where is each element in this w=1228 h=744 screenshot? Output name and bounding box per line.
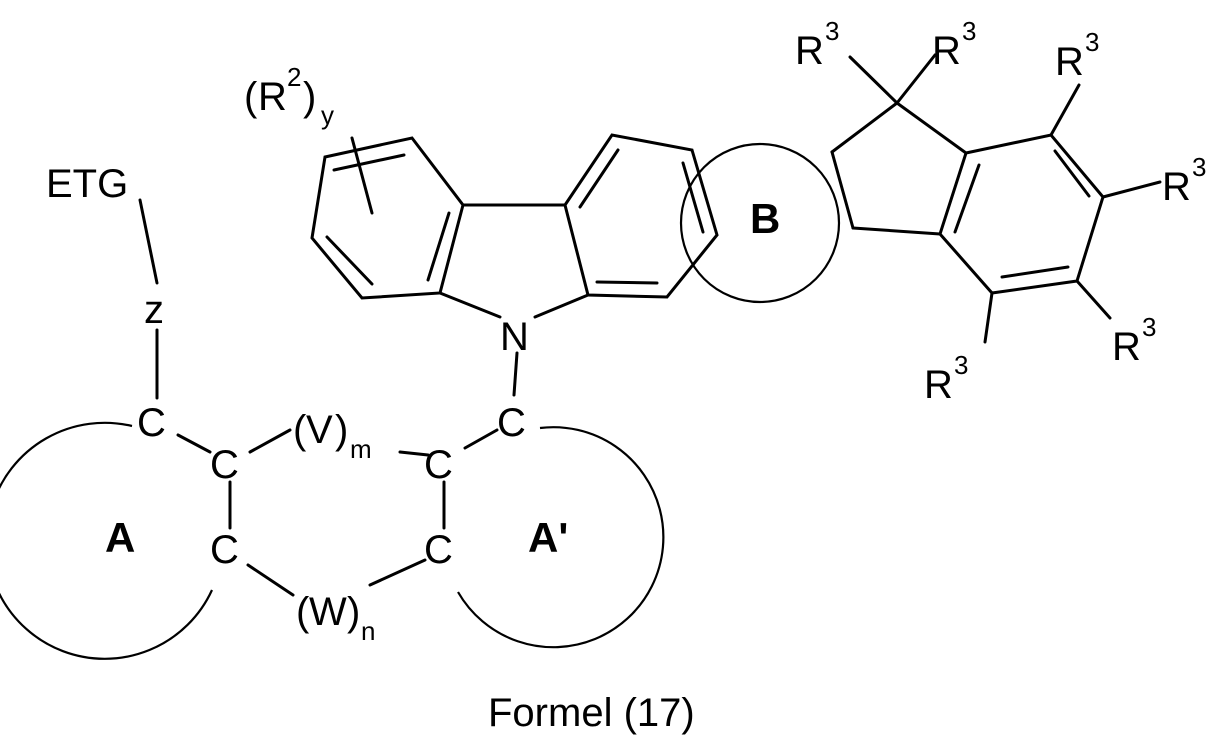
r3-label-d: R 3 [1162,152,1206,209]
r2-close-paren: ) [303,75,316,119]
c-label-4: C [497,401,526,445]
etg-label: ETG [46,162,128,206]
r3d-atom: R [1162,165,1191,209]
bond-n-c [514,353,517,395]
bond-cq-ar [897,103,966,153]
w-group-label: ( W ) n [296,590,375,646]
r3e-atom: R [1112,325,1141,369]
r3-label-b: R 3 [932,16,976,73]
w-close-paren: ) [347,590,360,634]
bond-ar-r3f [985,293,992,342]
atom-labels: ETG z N C C C C C C ( V ) m ( W ) n ( R … [46,16,1206,646]
bond-c2-v [250,430,290,452]
r3-label-e: R 3 [1112,312,1156,369]
ring-a-label: A [105,514,135,561]
bond-ar-r3e [1077,281,1110,318]
bond-cq-ch2 [832,103,897,152]
bond-cq-r3a [850,57,897,103]
ring-b-label: B [750,195,780,242]
r3a-superscript: 3 [825,16,839,46]
r3b-superscript: 3 [962,16,976,46]
r3-label-a: R 3 [795,16,839,73]
carbazole-right-inner-3 [597,282,657,283]
c-label-5: C [210,528,239,572]
v-subscript: m [350,434,372,464]
v-close-paren: ) [335,408,348,452]
r3c-superscript: 3 [1085,27,1099,57]
w-open-paren: ( [296,590,310,634]
r2-atom: R [258,75,287,119]
carbazole-right-inner-1 [580,150,618,207]
c-label-1: C [137,401,166,445]
r3c-atom: R [1055,40,1084,84]
carbazole-left-inner-1 [334,155,404,170]
r2-superscript: 2 [287,62,301,92]
c-label-2: C [210,443,239,487]
benzo-ring [940,135,1103,293]
bond-ar-r3c [1051,85,1079,135]
formula-caption: Formel (17) [488,691,695,735]
r3-label-f: R 3 [924,350,968,407]
v-group-label: ( V ) m [293,408,372,464]
w-atom: W [309,590,347,634]
bond-c5-w [248,565,293,595]
r2-subscript: y [321,100,334,130]
c-label-3: C [424,443,453,487]
r3b-atom: R [932,29,961,73]
r3f-atom: R [924,363,953,407]
r3a-atom: R [795,29,824,73]
carbazole-n-left [440,293,500,317]
bond-cq-r3b [897,55,935,103]
z-label: z [144,288,164,332]
n-label: N [500,315,529,359]
v-atom: V [306,408,333,452]
bond-ch2-ring [832,152,853,228]
bond-etg-z [140,200,157,283]
r3f-superscript: 3 [954,350,968,380]
v-open-paren: ( [293,408,307,452]
bond-ar-r3d [1103,182,1160,197]
carbazole-n-right [535,295,588,317]
bond-w-c6 [370,560,425,585]
r2-group-label: ( R 2 ) y [244,62,334,130]
bond-ring-ar [853,228,940,234]
carbazole-left-ring [312,138,463,298]
benzo-inner-3 [1002,267,1068,277]
r3e-superscript: 3 [1142,312,1156,342]
r2-open-paren: ( [244,75,258,119]
bond-c3-c4 [465,430,497,448]
carbazole-left-inner-3 [327,237,372,284]
w-subscript: n [361,616,375,646]
c-label-6: C [424,528,453,572]
ring-a-prime-label: A' [528,514,568,561]
r3-label-c: R 3 [1055,27,1099,84]
carbazole-right-ring [565,135,717,297]
bond-lines [140,55,1160,595]
bond-c1-c2 [178,435,210,452]
r3d-superscript: 3 [1192,152,1206,182]
